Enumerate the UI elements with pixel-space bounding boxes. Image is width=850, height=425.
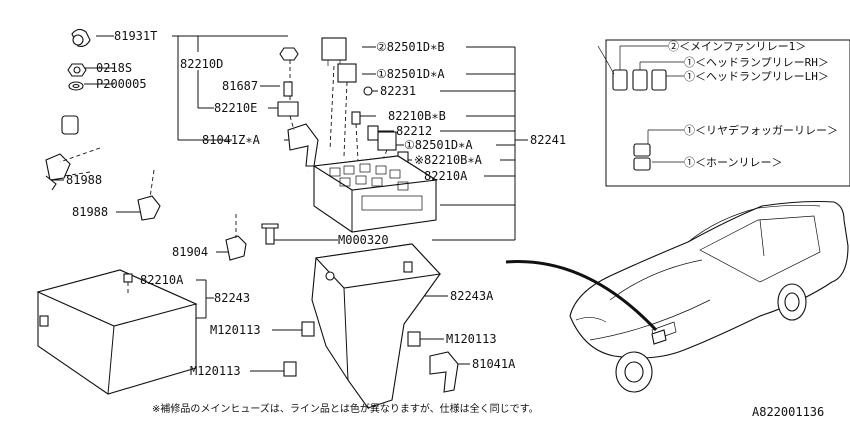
part-labels: 81931T 0218S P200005 82210D 81687 82210E… [66,29,566,378]
figure-code: A822001136 [752,405,824,419]
label-81988-b: 81988 [72,205,108,219]
legend-labels: ②＜メインファンリレー1＞ ①＜ヘッドランプリレーRH＞ ①＜ヘッドランプリレー… [668,40,838,169]
label-82243: 82243 [214,291,250,305]
label-P200005: P200005 [96,77,147,91]
fuse-box-bracket [283,243,459,409]
label-M120113-b: M120113 [446,332,497,346]
label-82210D: 82210D [180,57,223,71]
legend-main-fan-relay: ②＜メインファンリレー1＞ [668,40,806,53]
legend-headlamp-relay-rh: ①＜ヘッドランプリレーRH＞ [684,56,829,69]
legend-headlamp-relay-lh: ①＜ヘッドランプリレーLH＞ [684,70,829,83]
label-M120113-c: M120113 [190,364,241,378]
label-82210A: 82210A [424,169,468,183]
footnote: ※補修品のメインヒューズは、ライン品とは色が異なりますが、仕様は全く同じです。 [152,402,539,415]
legend-horn-relay: ①＜ホーンリレー＞ [684,156,782,169]
label-81041A: 81041A [472,357,516,371]
label-82210BA: ※82210B∗A [414,153,483,167]
label-82243A: 82243A [450,289,494,303]
label-M120113-a: M120113 [210,323,261,337]
label-81687: 81687 [222,79,258,93]
relay-bracket-parts [277,47,319,167]
label-0218S: 0218S [96,61,132,75]
wiring-harness [45,89,311,261]
relay-legend [597,39,850,187]
label-82210E: 82210E [214,101,257,115]
label-M000320: M000320 [338,233,389,247]
label-82210BB: 82210B∗B [388,109,446,123]
fuse-box-cover [36,269,198,395]
leader-lines [52,35,684,372]
legend-rear-defogger-relay: ①＜リヤデフォッガーリレー＞ [684,123,838,137]
label-82501DA-1: ①82501D∗A [376,67,445,81]
label-82210A-cover: 82210A [140,273,184,287]
label-82501DA-2: ①82501D∗A [404,138,473,152]
label-82501DB: ②82501D∗B [376,40,445,54]
label-81931T: 81931T [114,29,157,43]
label-81041ZA: 81041Z∗A [202,133,261,147]
label-81988-a: 81988 [66,173,102,187]
label-82212: 82212 [396,124,432,138]
label-82241: 82241 [530,133,566,147]
label-81904: 81904 [172,245,208,259]
fuse-box [261,155,438,245]
label-82231: 82231 [380,84,416,98]
left-small-parts [67,28,91,91]
car-illustration [505,200,849,393]
